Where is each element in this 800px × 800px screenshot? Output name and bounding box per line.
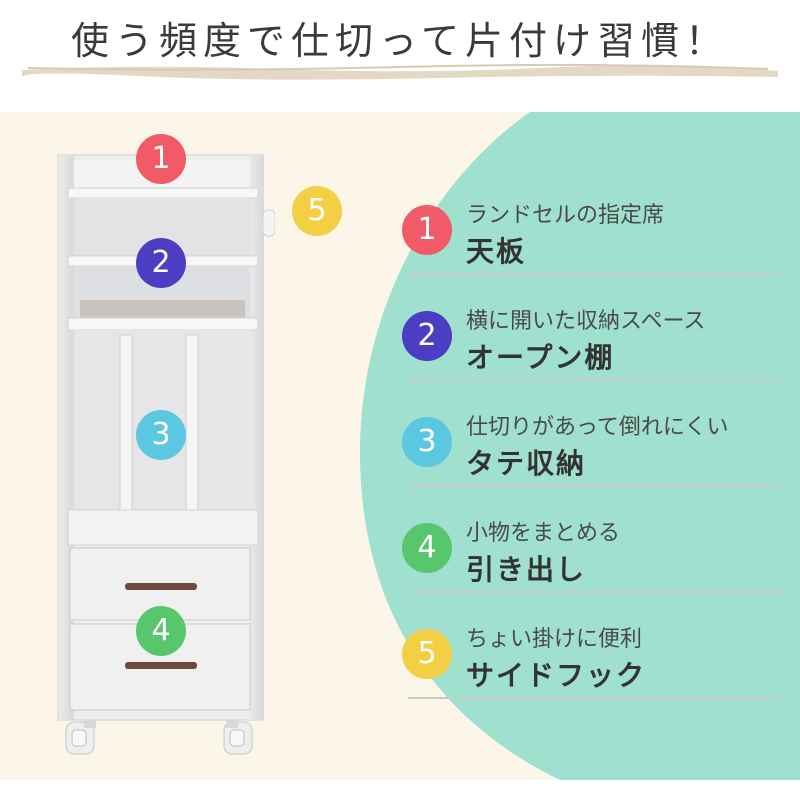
feature-subtitle: 横に開いた収納スペース xyxy=(466,309,706,334)
badge-3: 3 xyxy=(136,410,186,460)
feature-item-1: 1 ランドセルの指定席 天板 xyxy=(400,195,780,285)
divider xyxy=(408,379,780,381)
feature-number: 5 xyxy=(402,629,452,679)
badge-1: 1 xyxy=(136,134,186,184)
page-title: 使う頻度で仕切って片付け習慣！ xyxy=(70,19,730,63)
badge-2: 2 xyxy=(136,238,186,288)
mint-background xyxy=(360,112,800,780)
feature-item-5: 5 ちょい掛けに便利 サイドフック xyxy=(400,619,780,709)
feature-number: 2 xyxy=(402,311,452,361)
feature-subtitle: ちょい掛けに便利 xyxy=(466,627,643,652)
feature-item-4: 4 小物をまとめる 引き出し xyxy=(400,513,780,603)
badge-4: 4 xyxy=(136,606,186,656)
feature-name: タテ収納 xyxy=(466,447,587,480)
divider xyxy=(408,697,780,699)
feature-number: 1 xyxy=(402,205,452,255)
feature-item-2: 2 横に開いた収納スペース オープン棚 xyxy=(400,301,780,391)
brush-underline xyxy=(21,63,778,80)
feature-name: サイドフック xyxy=(466,659,647,692)
divider xyxy=(408,273,780,275)
feature-subtitle: 小物をまとめる xyxy=(466,521,621,546)
feature-subtitle: 仕切りがあって倒れにくい xyxy=(466,415,729,440)
feature-name: オープン棚 xyxy=(466,341,615,374)
feature-name: 天板 xyxy=(466,235,527,268)
feature-subtitle: ランドセルの指定席 xyxy=(466,203,665,228)
feature-number: 4 xyxy=(402,523,452,573)
divider xyxy=(408,485,780,487)
feature-item-3: 3 仕切りがあって倒れにくい タテ収納 xyxy=(400,407,780,497)
feature-name: 引き出し xyxy=(466,553,587,586)
badge-5: 5 xyxy=(292,186,342,236)
divider xyxy=(408,591,780,593)
feature-number: 3 xyxy=(402,417,452,467)
